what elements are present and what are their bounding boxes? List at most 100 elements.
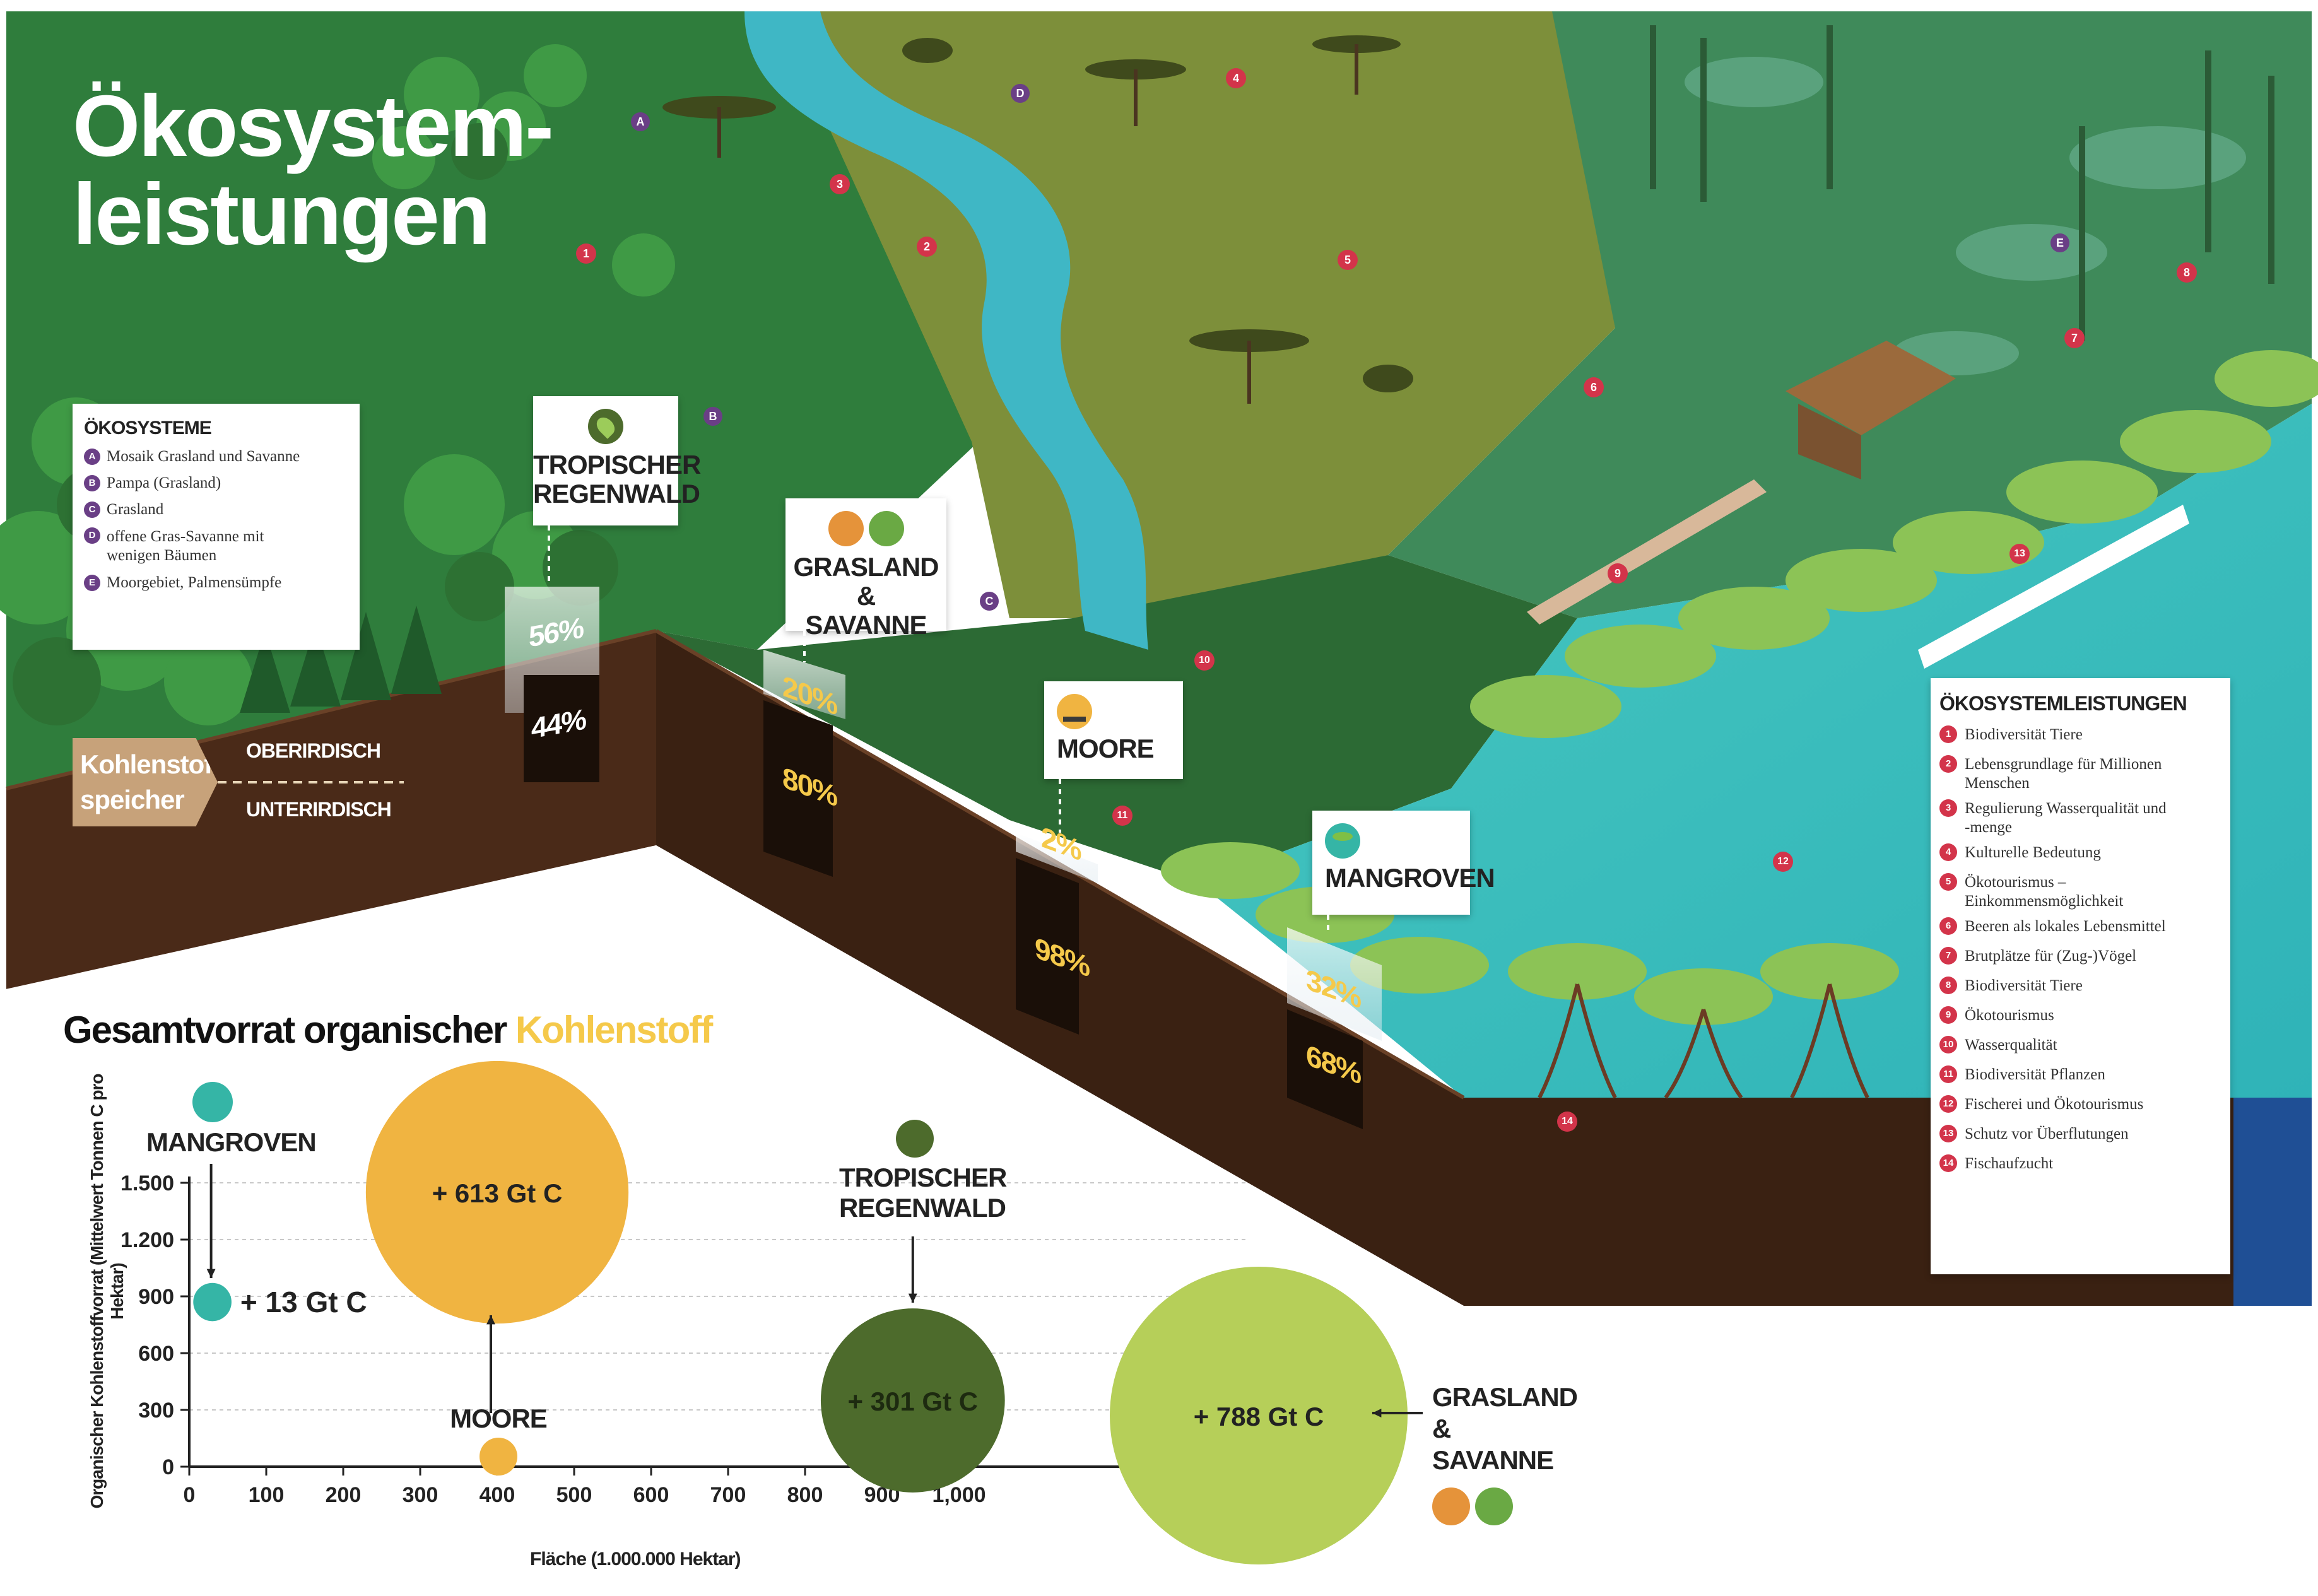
- carbon-bar-rainforest: [505, 587, 599, 782]
- legend-label-c: Grasland: [107, 501, 164, 518]
- page-title: Ökosystem- leistungen: [73, 78, 554, 263]
- carbon-bars: [505, 587, 1382, 1129]
- marker-b: B: [703, 407, 722, 426]
- marker-c: C: [980, 592, 999, 611]
- legend-key-b: B: [84, 475, 100, 491]
- legend-key-d: D: [84, 527, 100, 544]
- legend-key-e: E: [84, 575, 100, 591]
- moor-icon: [1057, 694, 1092, 729]
- service-label: Brutplätze für (Zug-)Vögel: [1965, 948, 2137, 965]
- legend-item-c: C Grasland: [84, 501, 348, 519]
- chart-title: Gesamtvorrat organischer Kohlenstoff: [63, 1008, 713, 1052]
- legend-label-e: Moorgebiet, Palmensümpfe: [107, 574, 282, 591]
- marker-14: 14: [1557, 1112, 1577, 1132]
- carbon-bar-grassland: [763, 650, 845, 877]
- service-label: Ökotourismus: [1965, 1007, 2054, 1024]
- service-item: 9 Ökotourismus: [1939, 1006, 2221, 1025]
- savanna-icon: [828, 511, 864, 546]
- chart-rainforest-icon: [896, 1120, 934, 1158]
- service-label-line2: -menge: [1965, 819, 2012, 836]
- mangrove-icon: [1325, 823, 1360, 859]
- legend-label-d-line2: wenigen Bäumen: [107, 547, 217, 564]
- ecosystems-legend: ÖKOSYSTEME A Mosaik Grasland und Savanne…: [73, 404, 360, 650]
- carbon-storage-label: Kohlenstoff- speicher: [73, 738, 218, 826]
- legend-key-a: A: [84, 449, 100, 465]
- surf-waves: [1918, 505, 2189, 669]
- service-label: Biodiversität Tiere: [1965, 977, 2083, 994]
- chart-savanna-icon: [1432, 1487, 1470, 1525]
- page-title-line1: Ökosystem-: [73, 78, 554, 175]
- service-label: Fischerei und Ökotourismus: [1965, 1096, 2144, 1113]
- rainforest-icon: [588, 409, 623, 444]
- marker-4: 4: [1226, 68, 1246, 88]
- chart-mangrove-icon: [192, 1082, 233, 1122]
- legend-item-a: A Mosaik Grasland und Savanne: [84, 448, 348, 466]
- marker-a: A: [631, 112, 650, 131]
- chart-moore-name: MOORE: [450, 1404, 548, 1433]
- service-item: 3 Regulierung Wasserqualität und-menge: [1939, 799, 2221, 837]
- chart-moor-icon: [479, 1438, 517, 1476]
- service-label: Beeren als lokales Lebensmittel: [1965, 918, 2166, 935]
- service-label: Biodiversität Tiere: [1965, 726, 2083, 743]
- marker-13: 13: [2009, 544, 2030, 564]
- card-moore: MOORE: [1044, 681, 1183, 779]
- card-rainforest-title1: TROPISCHER: [533, 450, 701, 479]
- service-number-badge: 2: [1939, 755, 1957, 773]
- service-number-badge: 7: [1939, 947, 1957, 965]
- chart-title-part2: Kohlenstoff: [515, 1009, 713, 1051]
- service-label: Regulierung Wasserqualität und-menge: [1965, 800, 2167, 836]
- marker-e: E: [2050, 233, 2069, 252]
- marker-d: D: [1011, 84, 1030, 103]
- card-grassland-title2: SAVANNE: [805, 610, 927, 640]
- service-number-badge: 4: [1939, 843, 1957, 861]
- chart-label-grassland: GRASLAND & SAVANNE: [1432, 1382, 1590, 1525]
- marker-7: 7: [2064, 328, 2085, 348]
- service-label: Fischaufzucht: [1965, 1155, 2054, 1172]
- service-item: 4 Kulturelle Bedeutung: [1939, 843, 2221, 862]
- service-label: Biodiversität Pflanzen: [1965, 1066, 2105, 1083]
- service-item: 12 Fischerei und Ökotourismus: [1939, 1095, 2221, 1114]
- service-number-badge: 13: [1939, 1125, 1957, 1142]
- service-label-line2: Menschen: [1965, 775, 2030, 792]
- card-rainforest-title2: REGENWALD: [533, 479, 700, 508]
- card-grassland: GRASLAND & SAVANNE: [785, 498, 946, 640]
- legend-label-b: Pampa (Grasland): [107, 474, 221, 491]
- service-number-badge: 12: [1939, 1095, 1957, 1113]
- service-item: 7 Brutplätze für (Zug-)Vögel: [1939, 947, 2221, 966]
- service-label: Ökotourismus –Einkommensmöglichkeit: [1965, 874, 2124, 910]
- card-mangrove-title: MANGROVEN: [1325, 863, 1495, 893]
- carbon-bar-moor: [1016, 833, 1098, 1035]
- river: [744, 11, 1148, 650]
- marker-9: 9: [1608, 563, 1628, 584]
- service-label: Kulturelle Bedeutung: [1965, 844, 2101, 861]
- legend-item-e: E Moorgebiet, Palmensümpfe: [84, 574, 348, 592]
- service-number-badge: 6: [1939, 917, 1957, 935]
- chart-grassland-name2: SAVANNE: [1432, 1445, 1554, 1475]
- page-title-line2: leistungen: [73, 166, 491, 263]
- marker-10: 10: [1194, 650, 1215, 671]
- service-number-badge: 10: [1939, 1036, 1957, 1053]
- chart-mangrove-name: MANGROVEN: [146, 1127, 317, 1157]
- chart-rainforest-name1: TROPISCHER: [839, 1163, 1007, 1192]
- service-number-badge: 9: [1939, 1006, 1957, 1024]
- marker-5: 5: [1338, 250, 1358, 270]
- service-number-badge: 8: [1939, 977, 1957, 994]
- chart-background: [0, 845, 2318, 1596]
- legend-label-d: offene Gras-Savanne mit: [107, 528, 264, 545]
- boardwalk: [1527, 341, 1956, 625]
- card-mangrove: MANGROVEN: [1312, 811, 1495, 915]
- carbon-storage-label-line2: speicher: [80, 785, 185, 814]
- service-number-badge: 3: [1939, 799, 1957, 817]
- savanna-trees: [662, 35, 1413, 404]
- chart-x-axis-label: Fläche (1.000.000 Hektar): [530, 1549, 741, 1570]
- mangrove-roots: [1538, 983, 1869, 1099]
- chart-label-mangrove: MANGROVEN: [146, 1082, 317, 1158]
- marker-3: 3: [830, 174, 850, 194]
